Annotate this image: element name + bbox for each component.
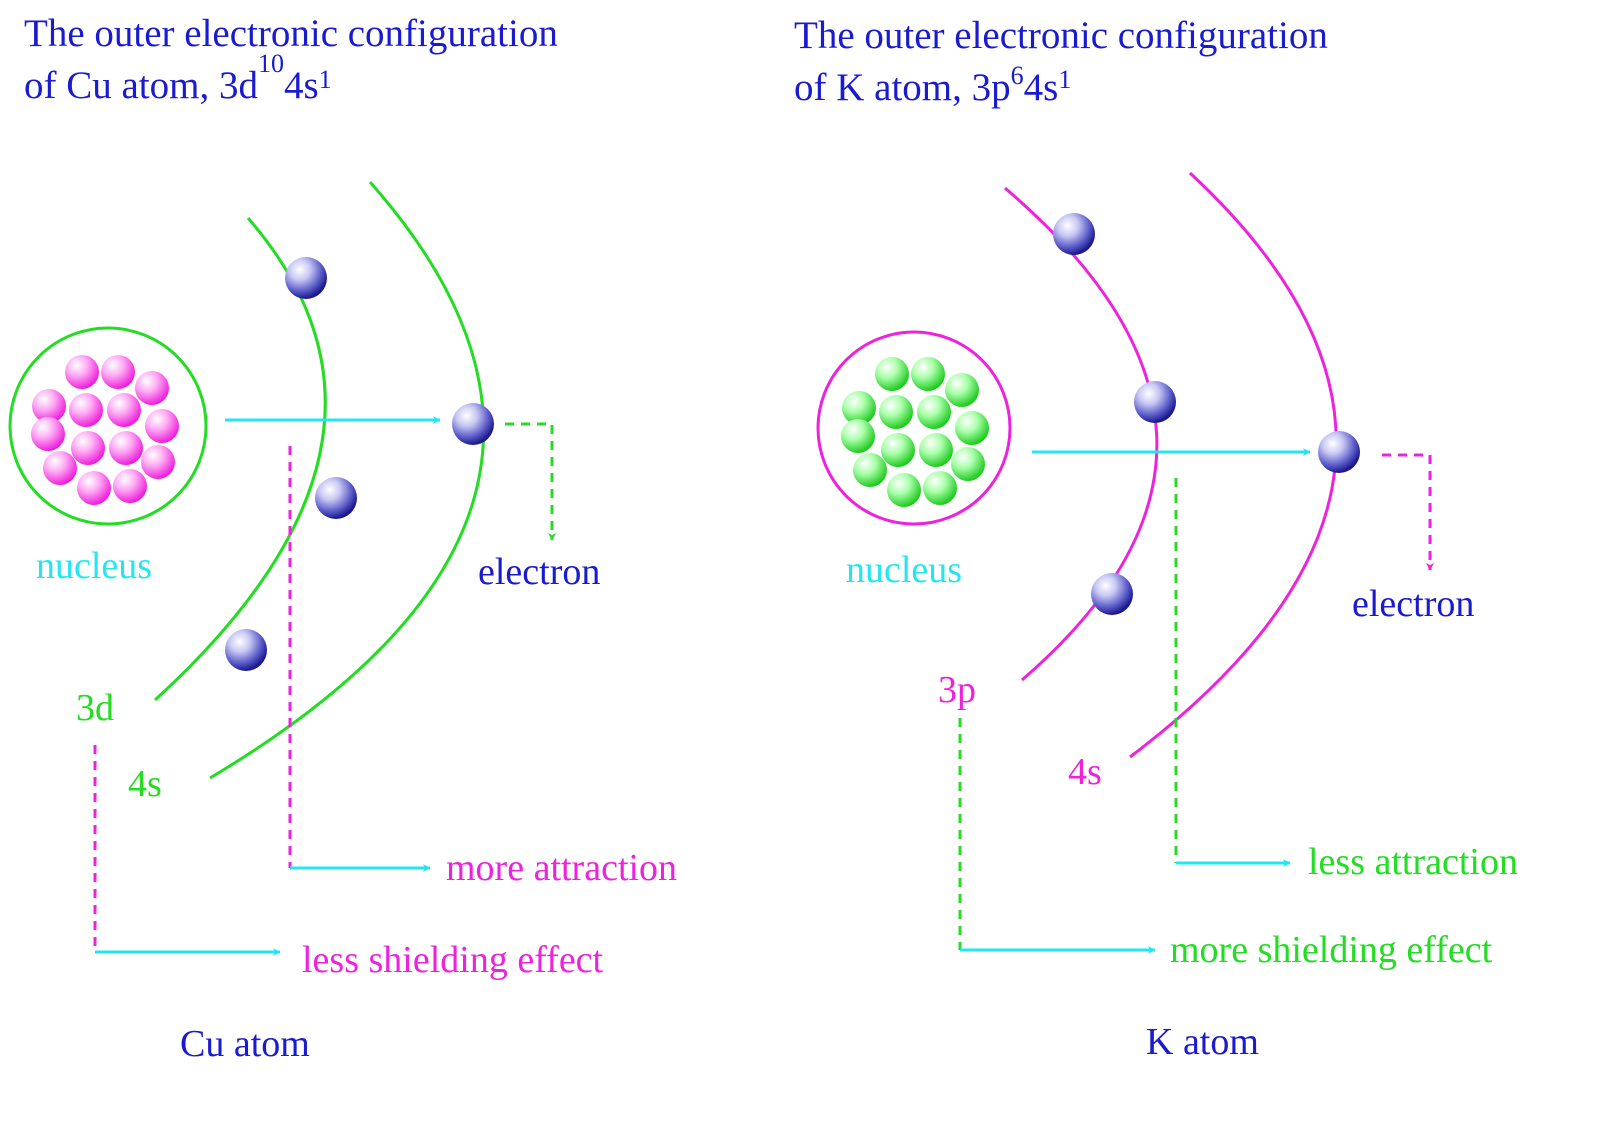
k-nucleon: [911, 357, 945, 391]
cu-panel: The outer electronic configuration of Cu…: [8, 12, 677, 1065]
cu-title-sup-3d: 10: [258, 49, 284, 78]
cu-orbital-3d-label: 3d: [76, 687, 114, 729]
cu-title-sup-4s: 1: [319, 65, 332, 94]
cu-electron-3d-middle: [315, 477, 357, 519]
k-title-sup-4s: 1: [1058, 65, 1071, 94]
k-nucleon: [853, 453, 887, 487]
k-title-line2: of K atom, 3p64s1: [794, 61, 1071, 109]
k-nucleon: [887, 473, 921, 507]
k-caption: K atom: [1146, 1021, 1259, 1063]
k-effect-shielding: more shielding effect: [1170, 929, 1493, 971]
k-nucleus-cluster: [841, 357, 989, 507]
cu-nucleon: [43, 451, 77, 485]
k-title-prefix: of K atom, 3p: [794, 66, 1011, 109]
cu-orbital-4s-label: 4s: [128, 763, 162, 805]
k-electron-4s: [1318, 431, 1360, 473]
cu-caption: Cu atom: [180, 1023, 310, 1065]
cu-title-prefix: of Cu atom, 3d: [24, 64, 258, 107]
cu-title-4s: 4s: [284, 64, 319, 107]
k-orbit-3p: [1004, 186, 1159, 682]
cu-effect-attraction: more attraction: [446, 847, 677, 889]
k-nucleus-label: nucleus: [846, 549, 962, 591]
k-orbit-4s: [1129, 171, 1338, 759]
cu-nucleon: [69, 393, 103, 427]
k-nucleon: [875, 357, 909, 391]
k-nucleus-boundary: [816, 330, 1012, 526]
k-nucleon: [923, 471, 957, 505]
cu-title-line1: The outer electronic configuration: [24, 12, 558, 55]
k-nucleon: [841, 419, 875, 453]
cu-nucleus-boundary: [8, 326, 208, 526]
k-electron-3p-top: [1053, 213, 1095, 255]
k-panel: The outer electronic configuration of K …: [794, 14, 1518, 1063]
cu-nucleus-cluster: [31, 355, 179, 505]
k-electron-removal-arrow: [1382, 453, 1434, 571]
cu-nucleon: [101, 355, 135, 389]
k-nucleon: [945, 373, 979, 407]
cu-nucleon: [107, 393, 141, 427]
cu-title-line2: of Cu atom, 3d104s1: [24, 49, 332, 107]
k-electron-3p-middle: [1134, 381, 1176, 423]
k-title-sup-3p: 6: [1011, 61, 1024, 90]
cu-nucleon: [32, 389, 66, 423]
k-title-4s: 4s: [1024, 66, 1059, 109]
k-title-line1: The outer electronic configuration: [794, 14, 1328, 57]
cu-effect-shielding: less shielding effect: [302, 939, 604, 981]
k-orbital-4s-label: 4s: [1068, 751, 1102, 793]
k-nucleon: [917, 395, 951, 429]
k-electron-3p-bottom: [1091, 573, 1133, 615]
cu-nucleon: [113, 469, 147, 503]
cu-nucleon: [65, 355, 99, 389]
cu-nucleon: [31, 417, 65, 451]
cu-electron-label: electron: [478, 551, 600, 593]
cu-electron-3d-top: [285, 257, 327, 299]
cu-nucleon: [77, 471, 111, 505]
k-nucleon: [955, 411, 989, 445]
k-electron-label: electron: [1352, 583, 1474, 625]
k-orbital-3p-label: 3p: [938, 669, 976, 711]
k-nucleon: [879, 395, 913, 429]
cu-electron-4s: [452, 403, 494, 445]
k-nucleon: [881, 433, 915, 467]
cu-orbit-4s: [209, 181, 486, 780]
cu-electron-removal-arrow: [505, 422, 556, 541]
cu-nucleus-label: nucleus: [36, 545, 152, 587]
k-nucleon: [919, 433, 953, 467]
k-nucleon: [951, 447, 985, 481]
k-nucleon: [842, 391, 876, 425]
cu-electron-3d-bottom: [225, 629, 267, 671]
k-effect-attraction: less attraction: [1308, 841, 1518, 883]
cu-nucleon: [145, 409, 179, 443]
cu-nucleon: [71, 431, 105, 465]
cu-nucleon: [109, 431, 143, 465]
cu-nucleon: [141, 445, 175, 479]
cu-nucleon: [135, 371, 169, 405]
